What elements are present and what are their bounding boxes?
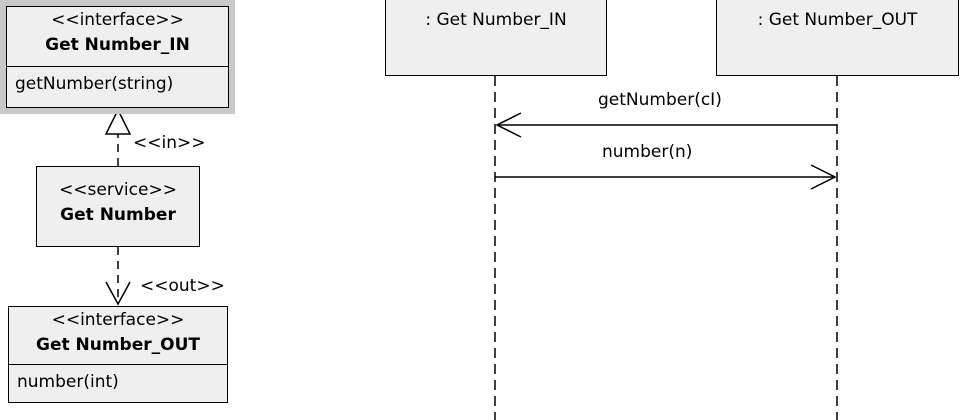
message-getnumber-arrowhead [495, 112, 522, 138]
interface-in-operation: getNumber(string) [7, 66, 228, 102]
interface-out-header: <<interface>> Get Number_OUT [9, 307, 227, 364]
interface-out-name: Get Number_OUT [35, 335, 200, 355]
interface-out-operation: number(int) [9, 364, 227, 399]
message-getnumber-label: getNumber(cI) [598, 90, 722, 110]
message-number-arrowhead [810, 164, 837, 190]
interface-in-name: Get Number_IN [45, 35, 190, 55]
interface-in-class[interactable]: <<interface>> Get Number_IN getNumber(st… [6, 6, 229, 108]
lifeline-in-head[interactable]: : Get Number_IN [385, 0, 607, 76]
interface-in-selection[interactable]: <<interface>> Get Number_IN getNumber(st… [0, 0, 235, 114]
out-relation-label: <<out>> [140, 276, 225, 296]
interface-in-header: <<interface>> Get Number_IN [7, 7, 228, 66]
message-number-label: number(n) [602, 142, 693, 162]
service-name: Get Number [60, 205, 176, 225]
in-relation-label: <<in>> [133, 133, 206, 153]
lifeline-out-head[interactable]: : Get Number_OUT [716, 0, 959, 76]
service-header: <<service>> Get Number [37, 167, 199, 228]
interface-in-stereotype: <<interface>> [51, 10, 184, 30]
interface-out-class[interactable]: <<interface>> Get Number_OUT number(int) [8, 306, 228, 403]
interface-out-stereotype: <<interface>> [51, 310, 185, 330]
service-class[interactable]: <<service>> Get Number [36, 166, 200, 247]
usage-arrowhead [105, 281, 131, 306]
realization-arrowhead [104, 108, 132, 135]
service-stereotype: <<service>> [59, 180, 177, 200]
